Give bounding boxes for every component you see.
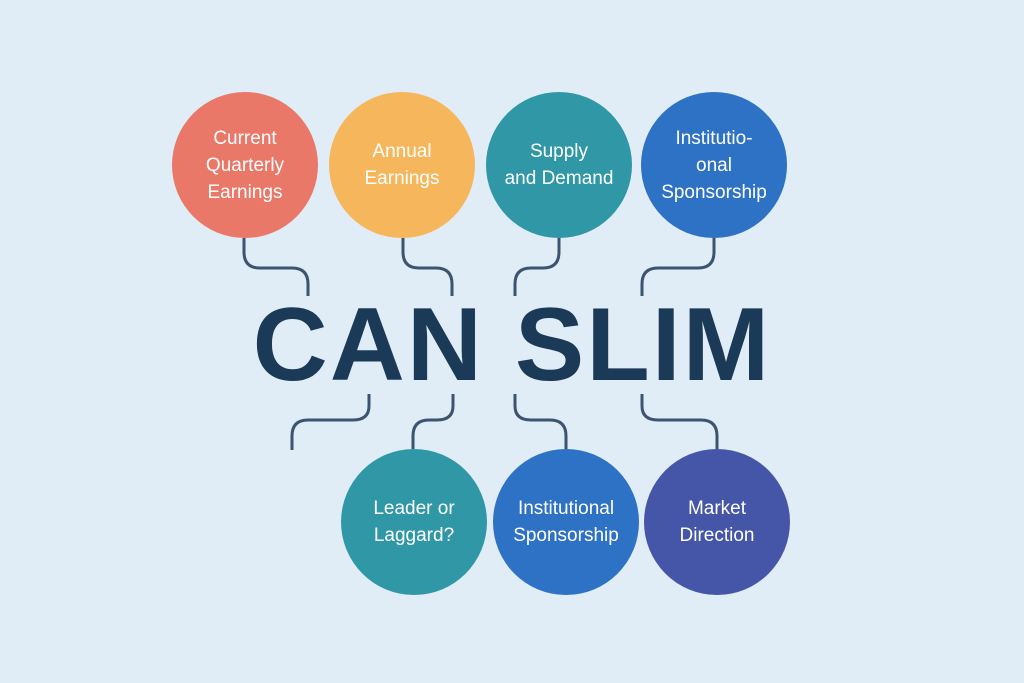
node-annual-earnings: Annual Earnings	[329, 92, 475, 238]
node-label: Market Direction	[679, 498, 755, 546]
connector-bottom-3	[640, 394, 719, 449]
node-label: Annual Earnings	[364, 141, 440, 189]
connector-top-4	[640, 238, 716, 296]
node-institutional-sponsorship-bottom: Institutional Sponsorship	[493, 449, 639, 595]
connector-top-3	[513, 238, 561, 296]
node-market-direction: Market Direction	[644, 449, 790, 595]
node-label: Institutio- onal Sponsorship	[661, 127, 767, 203]
node-leader-or-laggard: Leader or Laggard?	[341, 449, 487, 595]
node-label: Supply and Demand	[504, 141, 614, 189]
connector-top-2	[401, 238, 454, 296]
node-label: Institutional Sponsorship	[513, 498, 619, 546]
connector-bottom-dangling	[290, 394, 371, 450]
node-label: Current Quarterly Earnings	[205, 127, 285, 203]
node-supply-and-demand: Supply and Demand	[486, 92, 632, 238]
connector-top-1	[242, 238, 310, 296]
node-institutional-sponsorship-top: Institutio- onal Sponsorship	[641, 92, 787, 238]
connector-bottom-2	[513, 394, 568, 449]
node-label: Leader or Laggard?	[373, 498, 455, 546]
diagram-title: CAN SLIM	[252, 287, 772, 403]
connector-bottom-1	[411, 394, 455, 449]
node-current-quarterly-earnings: Current Quarterly Earnings	[172, 92, 318, 238]
